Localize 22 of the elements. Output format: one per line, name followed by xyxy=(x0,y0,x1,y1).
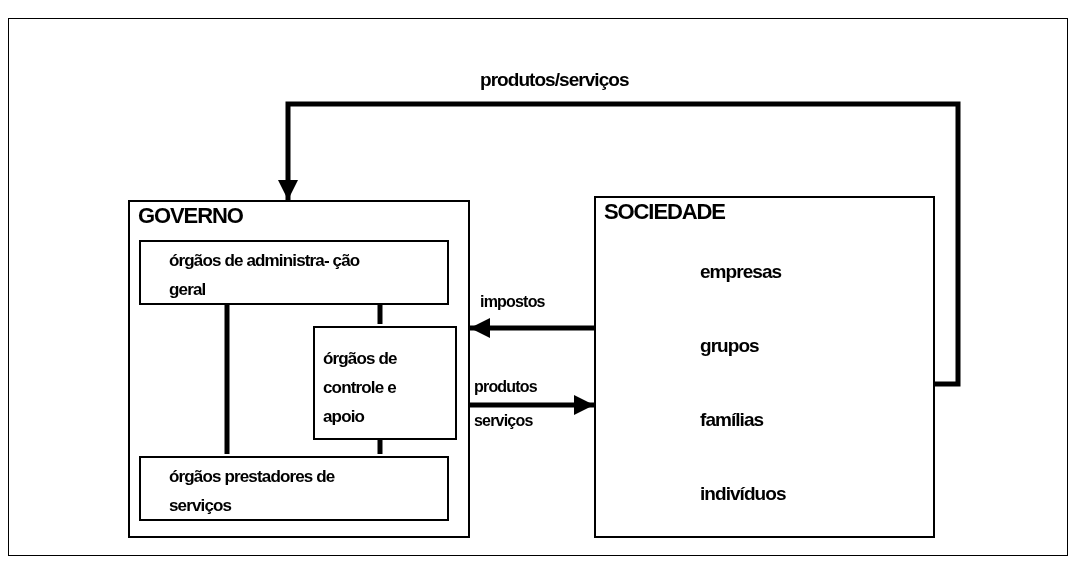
box-label: órgãos prestadores de serviços xyxy=(169,466,336,517)
member-label: famílias xyxy=(700,408,764,432)
process-box xyxy=(313,326,457,440)
box-label: órgãos de controle e apoio xyxy=(323,348,398,428)
connector-line xyxy=(377,303,383,324)
group-box xyxy=(594,196,935,538)
group-box xyxy=(128,200,470,538)
connector-line xyxy=(224,303,230,454)
member-label: empresas xyxy=(700,260,782,284)
box-heading: GOVERNO xyxy=(138,202,243,230)
member-label: grupos xyxy=(700,334,759,358)
process-box xyxy=(139,240,449,305)
box-heading: SOCIEDADE xyxy=(604,198,725,226)
edge-label: produtos/serviços xyxy=(480,68,630,92)
arrow xyxy=(278,101,961,387)
box-label: órgãos de administra- ção geral xyxy=(169,250,361,301)
arrow xyxy=(470,318,594,338)
edge-label: impostos xyxy=(480,292,546,312)
arrow xyxy=(470,395,594,415)
member-label: indivíduos xyxy=(700,482,786,506)
process-box xyxy=(139,456,449,521)
edge-label: produtos serviços xyxy=(474,377,538,431)
